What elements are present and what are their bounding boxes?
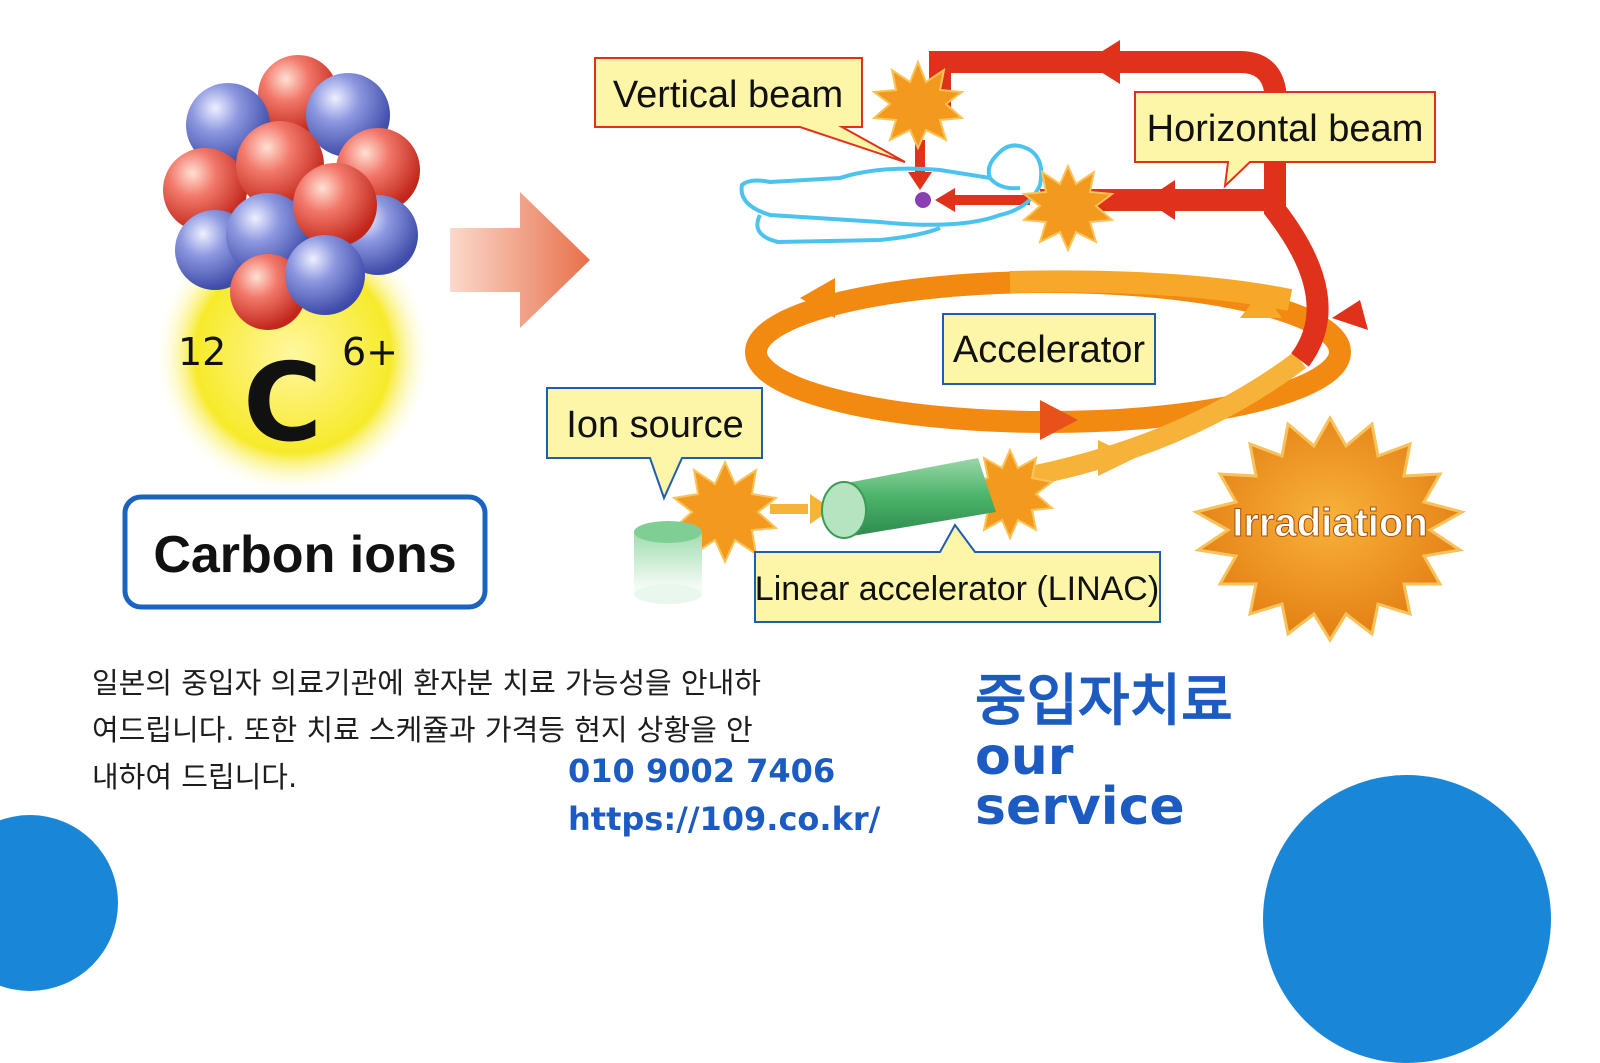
top-beam-arrow bbox=[1085, 40, 1120, 84]
injection-beam bbox=[1008, 351, 1306, 490]
transition-arrow bbox=[450, 192, 590, 328]
vertical-beam-callout: Vertical beam bbox=[594, 57, 906, 163]
tumor-target bbox=[915, 192, 931, 208]
website-link[interactable]: https://109.co.kr/ bbox=[568, 800, 881, 838]
ring-arrow-top bbox=[800, 278, 835, 318]
service-title-korean: 중입자치료 bbox=[975, 669, 1233, 734]
service-title-our: our bbox=[975, 727, 1074, 787]
ion-source-cylinder bbox=[634, 521, 702, 604]
carbon-ions-label: Carbon ions bbox=[122, 494, 488, 610]
irradiation-label: Irradiation bbox=[1232, 501, 1428, 545]
horizontal-nozzle-burst bbox=[1021, 163, 1115, 253]
service-title-service: service bbox=[975, 777, 1185, 837]
vertical-beam-arrowhead bbox=[908, 172, 932, 190]
irradiation-burst: Irradiation bbox=[1191, 414, 1466, 643]
carbon-ion-therapy-diagram: 12 C 6+ Carbon ions bbox=[122, 40, 1466, 643]
decorative-circle-right bbox=[1263, 775, 1551, 1063]
charge-state: 6+ bbox=[342, 330, 398, 374]
linac-tube bbox=[821, 458, 996, 539]
linac-label: Linear accelerator (LINAC) bbox=[755, 570, 1159, 608]
service-description: 일본의 중입자 의료기관에 환자분 치료 가능성을 안내하 여드립니다. 또한 … bbox=[92, 660, 882, 801]
ring-arrow-bottom bbox=[1040, 400, 1078, 440]
horizontal-beam-callout: Horizontal beam bbox=[1134, 91, 1436, 189]
phone-number[interactable]: 010 9002 7406 bbox=[568, 752, 836, 790]
accelerator-callout: Accelerator bbox=[942, 313, 1156, 385]
vertical-beam-label: Vertical beam bbox=[613, 74, 843, 116]
accelerator-ring bbox=[745, 270, 1351, 440]
ring-arrow-right bbox=[1240, 290, 1282, 318]
description-line-1: 일본의 중입자 의료기관에 환자분 치료 가능성을 안내하 bbox=[92, 666, 761, 700]
horizontal-beam-arrowhead bbox=[935, 188, 955, 212]
injection-arrow bbox=[1098, 440, 1135, 476]
carbon-nucleus: 12 C 6+ bbox=[153, 55, 433, 495]
patient-outline bbox=[739, 143, 1044, 245]
linac-callout: Linear accelerator (LINAC) bbox=[754, 523, 1161, 623]
mass-number: 12 bbox=[178, 330, 226, 374]
carbon-ions-text: Carbon ions bbox=[153, 526, 456, 584]
nucleon-cluster bbox=[163, 55, 420, 330]
accelerator-label: Accelerator bbox=[953, 329, 1146, 371]
source-to-linac-arrow bbox=[810, 494, 832, 524]
ion-source-callout: Ion source bbox=[546, 387, 763, 501]
description-line-2: 여드립니다. 또한 치료 스케쥴과 가격등 현지 상황을 안 bbox=[92, 713, 753, 747]
vertical-nozzle-burst bbox=[871, 59, 965, 151]
description-line-3: 내하여 드립니다. bbox=[92, 760, 298, 794]
riser-arrow bbox=[1332, 300, 1368, 330]
horizontal-beam-arrow bbox=[1145, 180, 1175, 220]
horizontal-beam-label: Horizontal beam bbox=[1147, 108, 1424, 150]
element-symbol: C bbox=[243, 341, 322, 466]
service-heading: 중입자치료 our service bbox=[975, 669, 1233, 837]
ion-source-label: Ion source bbox=[566, 404, 743, 446]
